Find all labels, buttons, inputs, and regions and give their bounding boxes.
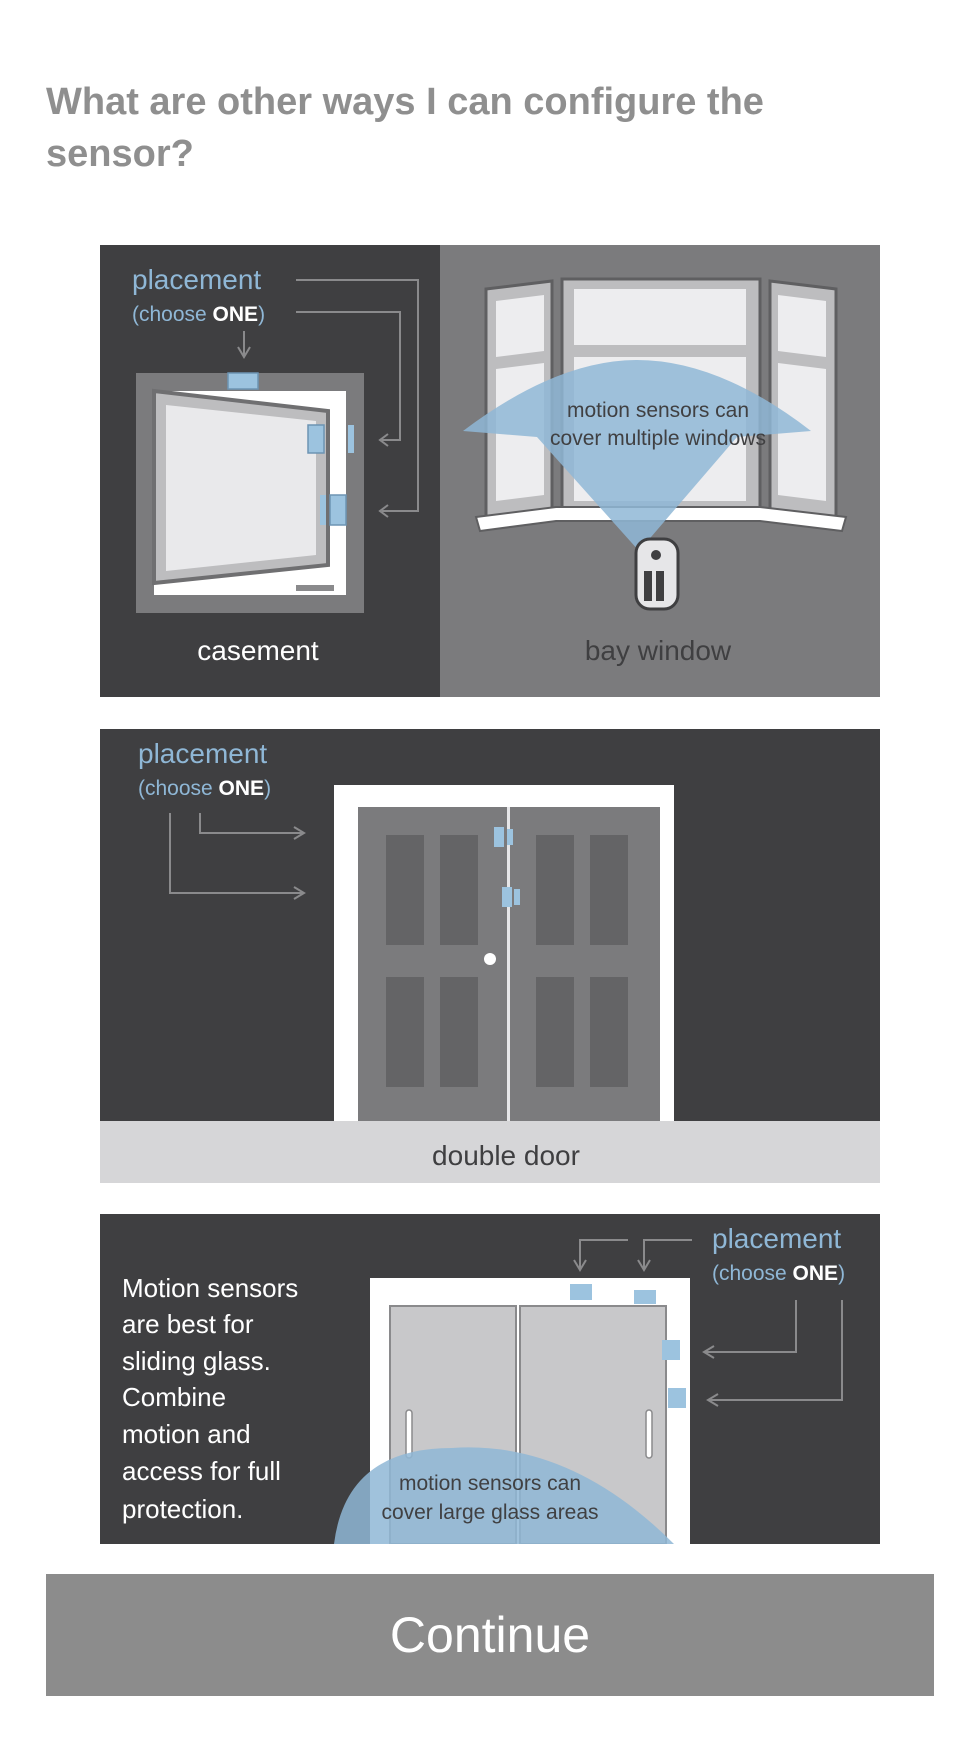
door-knob-icon bbox=[484, 953, 496, 965]
bay-window-coverage-line2: cover multiple windows bbox=[550, 427, 766, 450]
double-door-top-sensor-icon bbox=[494, 827, 504, 847]
double-door-caption: double door bbox=[432, 1140, 580, 1171]
casement-choose-one-label: (choose ONE) bbox=[132, 303, 265, 326]
casement-side-sensor-icon bbox=[307, 424, 325, 454]
sliding-glass-placement-label: placement bbox=[712, 1223, 841, 1254]
sliding-glass-side-sensor-2-icon bbox=[668, 1388, 686, 1408]
casement-frame-sensor-icon bbox=[329, 494, 347, 526]
double-door-placement-label: placement bbox=[138, 738, 267, 769]
sliding-glass-description-line-3: sliding glass. bbox=[122, 1346, 271, 1376]
sliding-glass-placement-arrows bbox=[573, 1239, 843, 1407]
sliding-glass-top-sensor-icon bbox=[570, 1284, 592, 1300]
double-door-choose-one-label: (choose ONE) bbox=[138, 777, 271, 800]
sliding-glass-top-sensor-2-icon bbox=[634, 1290, 656, 1304]
sliding-glass-coverage-line2: cover large glass areas bbox=[381, 1501, 598, 1524]
double-door-illustration: placement (choose ONE) double doo bbox=[100, 729, 880, 1183]
sliding-glass-choose-one-label: (choose ONE) bbox=[712, 1262, 845, 1285]
sliding-glass-coverage-area bbox=[334, 1447, 674, 1544]
motion-sensor-icon bbox=[634, 537, 680, 611]
sliding-glass-description-line-2: are best for bbox=[122, 1309, 254, 1339]
casement-top-sensor-icon bbox=[227, 372, 259, 390]
casement-placement-label: placement bbox=[132, 264, 261, 295]
window-options-panel: placement (choose ONE) caseme bbox=[100, 245, 880, 697]
bay-window-coverage-area bbox=[463, 360, 811, 551]
continue-button[interactable]: Continue bbox=[46, 1574, 934, 1696]
sliding-glass-coverage-line1: motion sensors can bbox=[399, 1472, 581, 1495]
sliding-glass-description-line-5: motion and bbox=[122, 1419, 251, 1449]
sliding-glass-description-line-1: Motion sensors bbox=[122, 1273, 298, 1303]
bay-window-section: motion sensors can cover multiple window… bbox=[440, 245, 880, 697]
double-door-caption-bar bbox=[100, 1121, 880, 1183]
sliding-glass-description-line-4: Combine bbox=[122, 1382, 226, 1412]
sliding-glass-description-line-6: access for full bbox=[122, 1456, 281, 1486]
sliding-glass-panel: Motion sensors are best for sliding glas… bbox=[100, 1214, 880, 1544]
bay-window-coverage-line1: motion sensors can bbox=[567, 399, 749, 422]
bay-window-caption: bay window bbox=[585, 635, 732, 666]
double-door-panel: placement (choose ONE) double doo bbox=[100, 729, 880, 1183]
double-door-middle-sensor-icon bbox=[502, 887, 512, 907]
casement-section: placement (choose ONE) caseme bbox=[100, 245, 440, 697]
double-door-placement-arrows bbox=[169, 813, 306, 900]
page-title: What are other ways I can configure the … bbox=[46, 81, 764, 175]
window-options-illustration: placement (choose ONE) caseme bbox=[100, 245, 880, 697]
casement-placement-arrows bbox=[237, 279, 419, 518]
sliding-glass-description-line-7: protection. bbox=[122, 1494, 243, 1524]
sliding-glass-description: Motion sensors are best for sliding glas… bbox=[122, 1273, 298, 1524]
sliding-glass-illustration: Motion sensors are best for sliding glas… bbox=[100, 1214, 880, 1544]
casement-caption: casement bbox=[197, 635, 319, 666]
sliding-glass-side-sensor-icon bbox=[662, 1340, 680, 1360]
